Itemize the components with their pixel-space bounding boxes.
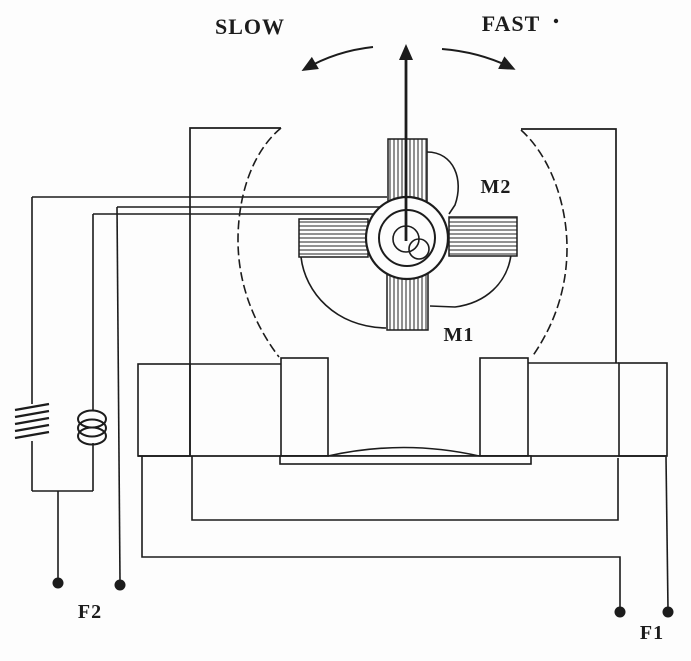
terminal-f2-a [52, 577, 64, 589]
fan-blade-ne [426, 151, 459, 215]
stator-pole-3 [479, 357, 529, 457]
rotor-pole-top [387, 138, 428, 203]
stator-pole-1 [137, 363, 191, 457]
rotor-pole-right [448, 216, 518, 257]
rotation-arrow-fast [441, 48, 516, 70]
fast-label: FAST [482, 11, 541, 36]
stator-bore-outline-right [520, 129, 568, 358]
f2-label: F2 [78, 601, 102, 623]
field-coil-resistive [14, 402, 50, 440]
wire-terminal-f1-left [141, 456, 621, 609]
m2-label: M2 [481, 176, 512, 198]
terminal-f2-b [114, 579, 126, 591]
rotor-bottom-arc [327, 446, 480, 457]
speck-mark [553, 18, 559, 24]
rotor-pole-left [298, 218, 369, 258]
f1-label: F1 [640, 622, 664, 644]
housing-left-top [189, 127, 281, 456]
terminal-f1-a [614, 606, 626, 618]
rotor-pole-bottom [386, 270, 429, 331]
m1-label: M1 [444, 324, 475, 346]
base-plate [279, 455, 532, 465]
field-coil-inductive [77, 409, 107, 446]
slow-label: SLOW [215, 14, 285, 39]
housing-right-top [521, 128, 617, 363]
rotation-arrow-slow [301, 46, 374, 72]
terminal-f1-b [662, 606, 674, 618]
stator-bore-outline-left [237, 127, 282, 358]
wire-terminal-f2-right [116, 206, 121, 582]
stator-pole-4 [618, 362, 668, 457]
fan-blade-sw [300, 256, 387, 329]
wire-pole-link [191, 456, 619, 521]
stator-pole-2 [280, 357, 329, 457]
wire-terminal-f1-right [665, 456, 669, 610]
shaft-key-circle [408, 238, 430, 260]
fan-blade-se [429, 254, 512, 308]
